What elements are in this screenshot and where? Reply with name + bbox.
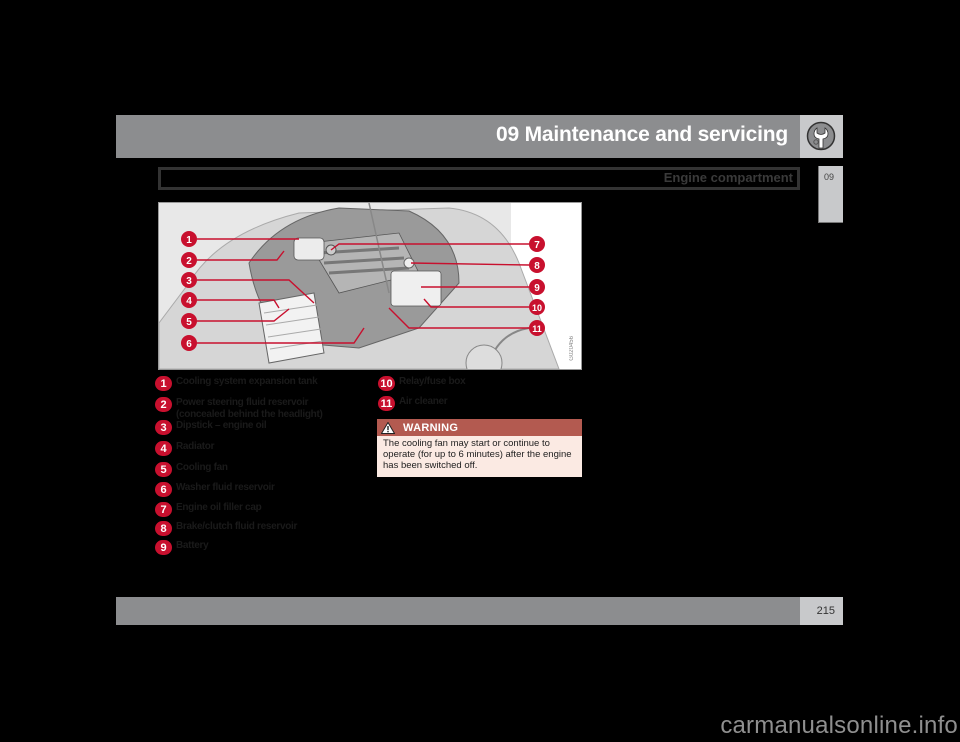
- warning-label: WARNING: [403, 421, 459, 434]
- callout-badge: 3: [155, 420, 172, 435]
- figure-id: G020456: [569, 336, 575, 361]
- watermark: carmanualsonline.info: [720, 712, 958, 739]
- callout-badge: 10: [378, 376, 395, 391]
- wrench-gear-icon: [806, 121, 836, 151]
- legend-item: 2 Power steering fluid reservoir (concea…: [155, 397, 356, 421]
- svg-text:9: 9: [534, 283, 540, 294]
- callout-badge: 1: [155, 376, 172, 391]
- warning-triangle-icon: [381, 421, 395, 434]
- svg-text:2: 2: [186, 256, 192, 267]
- legend-text: Air cleaner: [399, 396, 448, 407]
- legend-item: 6 Washer fluid reservoir: [155, 482, 356, 497]
- warning-box: WARNING The cooling fan may start or con…: [377, 419, 582, 477]
- svg-text:1: 1: [186, 235, 192, 246]
- callout-badge: 9: [155, 540, 172, 555]
- svg-text:8: 8: [534, 261, 540, 272]
- legend-item: 4 Radiator: [155, 441, 356, 456]
- svg-text:6: 6: [186, 339, 192, 350]
- legend-item: 1 Cooling system expansion tank: [155, 376, 356, 391]
- legend-text: Battery: [176, 540, 209, 551]
- legend-item: 11 Air cleaner: [378, 396, 579, 411]
- legend-text: Cooling fan: [176, 462, 228, 473]
- svg-text:5: 5: [186, 317, 192, 328]
- legend-text: Power steering fluid reservoir (conceale…: [176, 397, 323, 420]
- legend-item: 5 Cooling fan: [155, 462, 356, 477]
- svg-text:4: 4: [186, 296, 192, 307]
- callout-badge: 5: [155, 462, 172, 477]
- engine-compartment-figure: 1 2 3 4 5 6 7 8 9 10 11 G020456: [158, 202, 582, 370]
- callout-badge: 7: [155, 502, 172, 517]
- chapter-header-bar: 09 Maintenance and servicing: [116, 115, 800, 158]
- legend-text: Radiator: [176, 441, 215, 452]
- legend-text: Engine oil filler cap: [176, 502, 262, 513]
- warning-text: The cooling fan may start or continue to…: [383, 438, 572, 471]
- section-header: Engine compartment: [158, 167, 800, 190]
- warning-header: WARNING: [377, 419, 582, 436]
- legend-item: 8 Brake/clutch fluid reservoir: [155, 521, 356, 536]
- callout-badge: 11: [378, 396, 395, 411]
- footer-bar: [116, 597, 800, 625]
- legend-item: 7 Engine oil filler cap: [155, 502, 356, 517]
- legend-text: Dipstick – engine oil: [176, 420, 267, 431]
- page-number-box: 215: [800, 597, 843, 625]
- chapter-tab-label: 09: [824, 172, 835, 182]
- chapter-title: 09 Maintenance and servicing: [495, 123, 788, 146]
- engine-diagram: 1 2 3 4 5 6 7 8 9 10 11: [159, 203, 581, 369]
- legend-item: 10 Relay/fuse box: [378, 376, 579, 391]
- svg-text:11: 11: [532, 324, 542, 334]
- callout-badge: 8: [155, 521, 172, 536]
- section-title: Engine compartment: [663, 170, 793, 185]
- svg-text:7: 7: [534, 240, 540, 251]
- legend-text: Cooling system expansion tank: [176, 376, 318, 387]
- callout-badge: 2: [155, 397, 172, 412]
- chapter-tab[interactable]: 09: [818, 166, 843, 223]
- legend-text: Brake/clutch fluid reservoir: [176, 521, 298, 532]
- svg-text:3: 3: [186, 276, 192, 287]
- callout-badge: 6: [155, 482, 172, 497]
- legend-item: 9 Battery: [155, 540, 356, 555]
- page-number: 215: [816, 605, 835, 617]
- legend-text: Relay/fuse box: [399, 376, 466, 387]
- chapter-icon-box: [800, 115, 843, 158]
- callout-badge: 4: [155, 441, 172, 456]
- legend-item: 3 Dipstick – engine oil: [155, 420, 356, 435]
- svg-text:10: 10: [532, 303, 542, 313]
- legend-text: Washer fluid reservoir: [176, 482, 275, 493]
